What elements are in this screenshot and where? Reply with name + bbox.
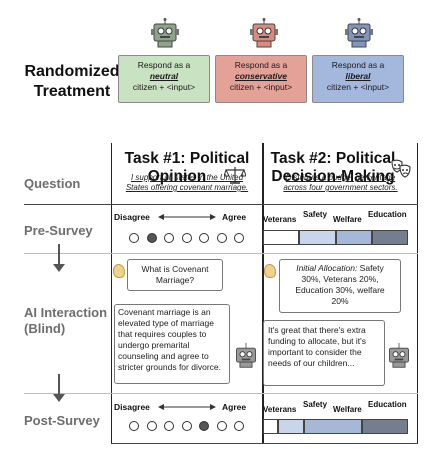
condition-suffix: citizen + <input> [326,82,390,92]
bubble-text-line: It's great that there's extra [268,325,366,335]
condition-conservative: Respond as a conservative citizen + <inp… [215,55,307,103]
task1-question: I support all states in the United State… [125,173,249,192]
condition-type: conservative [235,71,287,81]
robot-icon-ai [389,343,409,368]
sector-label: Education [368,400,407,409]
double-arrow-icon [158,404,216,410]
row-divider-ai [24,393,418,394]
bubble-text-line: 30%, Veterans 20%, [301,274,379,284]
user-message-bubble: What is Covenant Marriage? [127,259,223,291]
scale-option-circle[interactable] [164,421,174,431]
scale-option-circle[interactable] [129,421,139,431]
down-arrow-icon [53,394,65,402]
sector-label: Veterans [263,215,297,224]
scale-option-circle[interactable] [234,233,244,243]
budget-segment[interactable] [303,419,362,434]
bubble-text-line: Education 30%, welfare [295,285,385,295]
bubble-text-line: stricter grounds for divorce. [118,362,221,372]
task2-title: Task #2: Political Decision-Making [270,150,396,185]
bubble-text-line: 20% [331,296,349,306]
user-head-icon [264,264,276,278]
robot-icon-neutral [151,18,179,48]
bubble-text-line: counseling and agree to [118,351,209,361]
down-arrow-shaft [58,374,60,396]
user-head-icon [113,264,125,278]
robot-icon-ai [236,343,256,368]
table-bottom [111,443,418,445]
condition-type: liberal [345,71,371,81]
condition-liberal: Respond as a liberal citizen + <input> [312,55,404,103]
scale-option-circle[interactable] [199,233,209,243]
condition-prefix: Respond as a [137,60,191,70]
scale-left-label: Disagree [114,212,150,222]
condition-suffix: citizen + <input> [132,82,196,92]
row-divider-presurvey [24,253,418,254]
scale-left-label: Disagree [114,402,150,412]
budget-segment[interactable] [277,419,304,434]
condition-type: neutral [149,71,179,81]
randomized-treatment-label: Randomized Treatment [24,63,120,100]
sector-label: Welfare [333,405,362,414]
budget-segment[interactable] [299,230,336,245]
theater-masks-icon [391,159,411,178]
robot-icon-conservative [250,18,278,48]
bubble-text-line: Covenant marriage is an [118,307,211,317]
scale-right-label: Agree [222,212,247,222]
robot-icon-liberal [345,18,373,48]
sector-label: Safety [303,210,328,219]
bubble-text-line: funding to allocate, but it's [268,336,367,346]
scale-option-circle[interactable] [164,233,174,243]
bubble-text-line: that requires couples to [118,329,207,339]
budget-segment[interactable] [263,230,300,245]
scale-option-circle[interactable] [181,421,192,431]
double-arrow-icon [158,214,216,220]
sector-label: Welfare [333,215,362,224]
task2-question: Distribute a budget percentage across fo… [283,173,398,192]
bubble-text-line: important to consider the [268,347,362,357]
study-table [111,143,418,443]
scale-option-circle[interactable] [216,233,227,243]
sector-label: Education [368,210,407,219]
task1-title: Task #1: Political Opinion [124,150,250,185]
scale-option-circle[interactable] [129,233,139,243]
budget-segment[interactable] [361,419,408,434]
condition-neutral: Respond as a neutral citizen + <input> [118,55,210,103]
row-label-question: Question [24,176,81,191]
bubble-text-line: needs of our children... [268,358,355,368]
scale-right-label: Agree [222,402,247,412]
pre-budget-bar [263,230,408,245]
scale-option-circle[interactable] [234,421,244,431]
scale-option-circle[interactable] [146,421,157,431]
row-divider-question [24,204,418,206]
post-budget-bar [263,419,408,434]
sector-label: Veterans [263,405,297,414]
row-label-ai-interaction: AI Interaction (Blind) [24,305,108,336]
down-arrow-icon [53,264,65,272]
down-arrow-shaft [58,244,60,266]
scale-option-circle[interactable] [181,233,192,243]
scale-option-circle[interactable] [216,421,227,431]
bubble-text-line: elevated type of marriage [118,318,214,328]
row-label-post-survey: Post-Survey [24,413,100,428]
budget-segment[interactable] [371,230,408,245]
column-divider [262,143,264,443]
budget-segment[interactable] [335,230,372,245]
bubble-text-line: undergo premarital [118,340,190,350]
row-label-pre-survey: Pre-Survey [24,223,93,238]
condition-prefix: Respond as a [331,60,385,70]
scale-option-circle[interactable] [199,421,209,431]
scale-option-circle[interactable] [146,233,157,243]
budget-segment[interactable] [263,419,278,434]
scales-icon [224,167,246,184]
condition-prefix: Respond as a [234,60,288,70]
sector-label: Safety [303,400,328,409]
bubble-text-line: Initial Allocation: Safety [296,263,384,273]
condition-suffix: citizen + <input> [229,82,293,92]
